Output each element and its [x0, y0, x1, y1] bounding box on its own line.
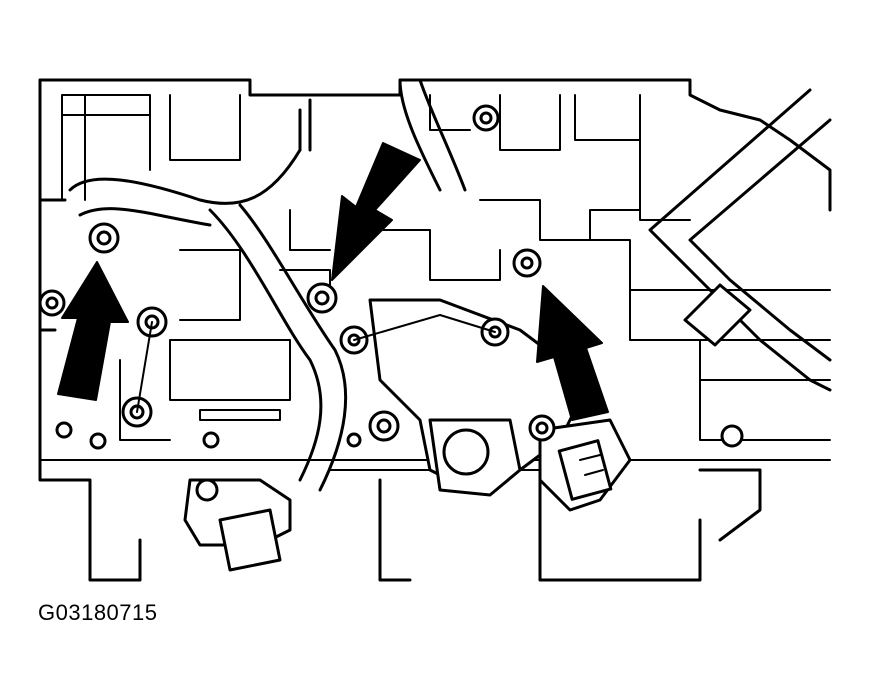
arrow-down-right-icon: [536, 285, 609, 421]
transmission-case: [38, 78, 832, 582]
cooler-pipe: [648, 88, 832, 392]
arrow-up-icon: [57, 261, 129, 401]
neutral-start-switch: [368, 298, 632, 512]
wiring-harness: [68, 78, 467, 492]
arrow-down-left-icon: [331, 142, 421, 281]
linkage-rod: [136, 314, 496, 421]
speed-sensor: [183, 478, 292, 572]
figure-code: G03180715: [38, 600, 158, 625]
bolts: [38, 104, 744, 450]
